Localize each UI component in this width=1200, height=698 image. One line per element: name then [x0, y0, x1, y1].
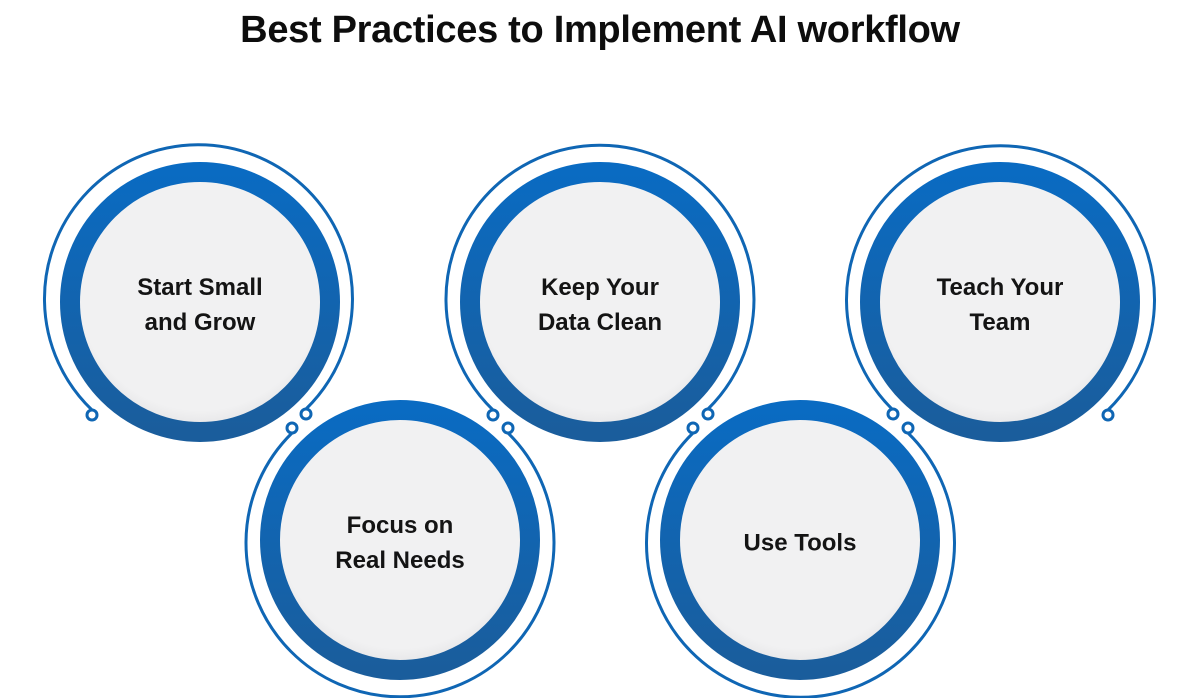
step-label-line: Teach Your	[936, 274, 1064, 301]
step-circle-3	[444, 143, 756, 442]
connector-arc	[42, 143, 354, 412]
ring	[460, 162, 740, 442]
ring	[60, 162, 340, 442]
step-circle-4	[645, 400, 956, 698]
connector-node-icon	[299, 407, 313, 421]
connector-arc	[845, 144, 1156, 412]
step-label-line: Data Clean	[537, 309, 663, 336]
connector-node-icon	[1101, 408, 1115, 422]
step-label-line: Start Small	[137, 274, 263, 301]
step-label-1: Start Small and Grow	[90, 270, 310, 340]
step-label-line: Team	[969, 309, 1031, 336]
step-label-line: Real Needs	[335, 547, 465, 574]
connector-node-icon	[901, 421, 915, 435]
connector-node-icon	[486, 408, 500, 422]
connector-arc	[444, 143, 756, 412]
step-circle-5	[845, 144, 1156, 442]
connector-arc	[645, 431, 956, 698]
step-label-5: Teach Your Team	[890, 270, 1110, 340]
step-label-line: and Grow	[144, 309, 256, 336]
step-label-2: Focus on Real Needs	[290, 508, 510, 578]
step-label-line: Keep Your	[541, 274, 659, 301]
connector-arc	[244, 431, 556, 698]
ring	[260, 400, 540, 680]
ring	[660, 400, 940, 680]
connector-node-icon	[85, 408, 99, 422]
ring	[860, 162, 1140, 442]
connector-node-icon	[285, 421, 299, 435]
connector-node-icon	[886, 407, 900, 421]
step-label-line: Focus on	[346, 512, 454, 539]
connector-node-icon	[501, 421, 515, 435]
connector-node-icon	[686, 421, 700, 435]
step-label-line: Use Tools	[743, 529, 857, 557]
step-label-4: Use Tools	[690, 526, 910, 561]
connector-node-icon	[701, 407, 715, 421]
step-circle-2	[244, 400, 556, 698]
page-title: Best Practices to Implement AI workflow	[240, 9, 960, 51]
step-circle-1	[42, 143, 354, 442]
step-label-3: Keep Your Data Clean	[490, 270, 710, 340]
